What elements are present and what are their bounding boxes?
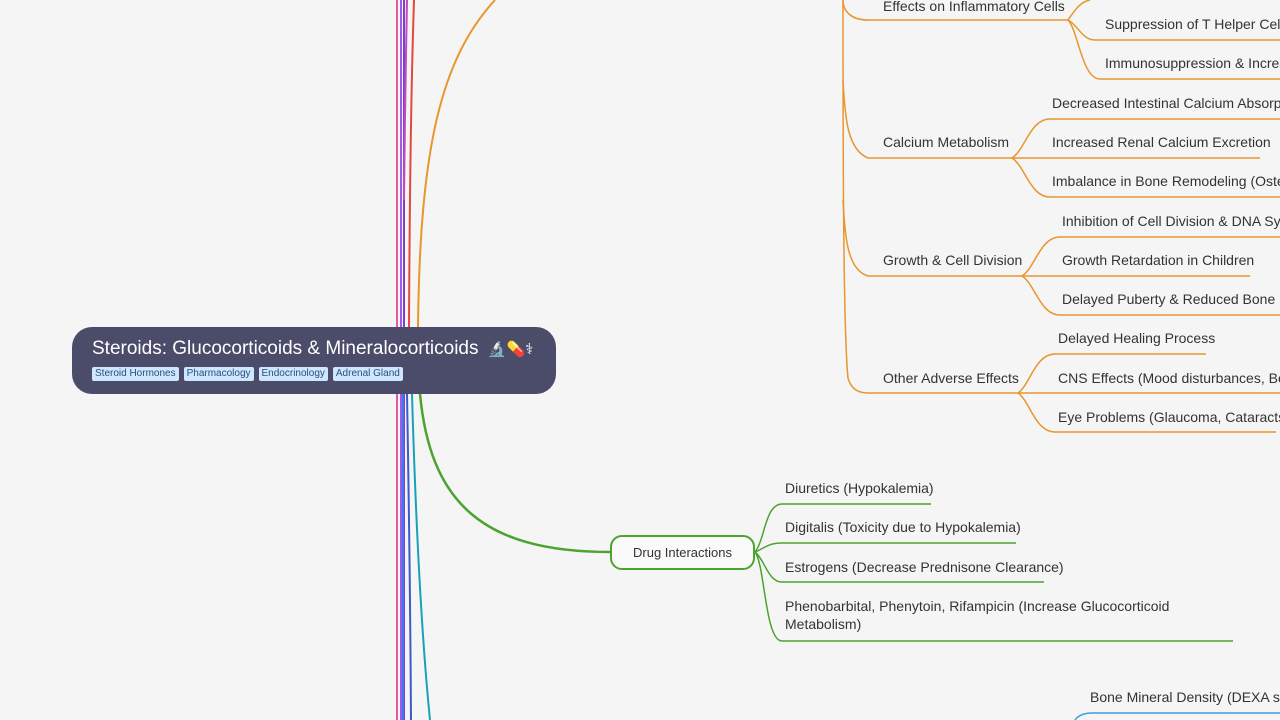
node-decreased-calcium-absorption[interactable]: Decreased Intestinal Calcium Absorpti [1052,95,1280,111]
trunk-line-teal [411,393,431,720]
tag-list: Steroid Hormones Pharmacology Endocrinol… [92,367,536,381]
branch-monitoring [1074,712,1280,720]
node-growth-cell-division[interactable]: Growth & Cell Division [883,252,1023,268]
node-immunosuppression[interactable]: Immunosuppression & Increa [1105,55,1280,71]
node-calcium-metabolism[interactable]: Calcium Metabolism [883,134,1010,150]
node-drug-interactions[interactable]: Drug Interactions [610,535,755,570]
branch-adverse-effects [417,0,496,328]
node-inhibition-cell-division[interactable]: Inhibition of Cell Division & DNA Synt [1062,213,1280,229]
root-title-row: Steroids: Glucocorticoids & Mineralocort… [92,337,536,362]
node-digitalis[interactable]: Digitalis (Toxicity due to Hypokalemia) [785,519,1021,535]
node-inflammatory-cells[interactable]: Effects on Inflammatory Cells [883,0,1065,14]
tag-pharmacology[interactable]: Pharmacology [183,367,254,381]
node-eye-problems[interactable]: Eye Problems (Glaucoma, Cataracts) [1058,409,1280,425]
node-suppression-t-helper[interactable]: Suppression of T Helper Cells [1105,16,1280,32]
trunk-line-indigo [406,393,412,720]
node-other-adverse-effects[interactable]: Other Adverse Effects [883,370,1019,386]
node-bone-mineral-density[interactable]: Bone Mineral Density (DEXA scar [1090,689,1280,705]
node-phenobarbital[interactable]: Phenobarbital, Phenytoin, Rifampicin (In… [785,598,1170,632]
tag-endocrinology[interactable]: Endocrinology [258,367,328,381]
node-estrogens[interactable]: Estrogens (Decrease Prednisone Clearance… [785,559,1064,575]
root-node[interactable]: Steroids: Glucocorticoids & Mineralocort… [72,327,556,394]
trunk-line-red [408,0,415,328]
trunk-line-magenta [403,0,408,201]
node-diuretics[interactable]: Diuretics (Hypokalemia) [785,480,934,496]
node-growth-retardation[interactable]: Growth Retardation in Children [1062,252,1255,268]
branch-drug-interactions [418,393,611,554]
tag-adrenal-gland[interactable]: Adrenal Gland [332,367,403,381]
node-bone-remodeling-imbalance[interactable]: Imbalance in Bone Remodeling (Osteo [1052,173,1280,189]
node-delayed-healing[interactable]: Delayed Healing Process [1058,330,1216,346]
root-title: Steroids: Glucocorticoids & Mineralocort… [92,338,479,359]
node-increased-calcium-excretion[interactable]: Increased Renal Calcium Excretion [1052,134,1271,150]
root-emojis: 🔬💊⚕ [487,341,534,358]
node-delayed-puberty[interactable]: Delayed Puberty & Reduced Bone De [1062,291,1280,307]
tag-steroid-hormones[interactable]: Steroid Hormones [92,367,179,381]
node-cns-effects[interactable]: CNS Effects (Mood disturbances, Beha [1058,370,1280,386]
